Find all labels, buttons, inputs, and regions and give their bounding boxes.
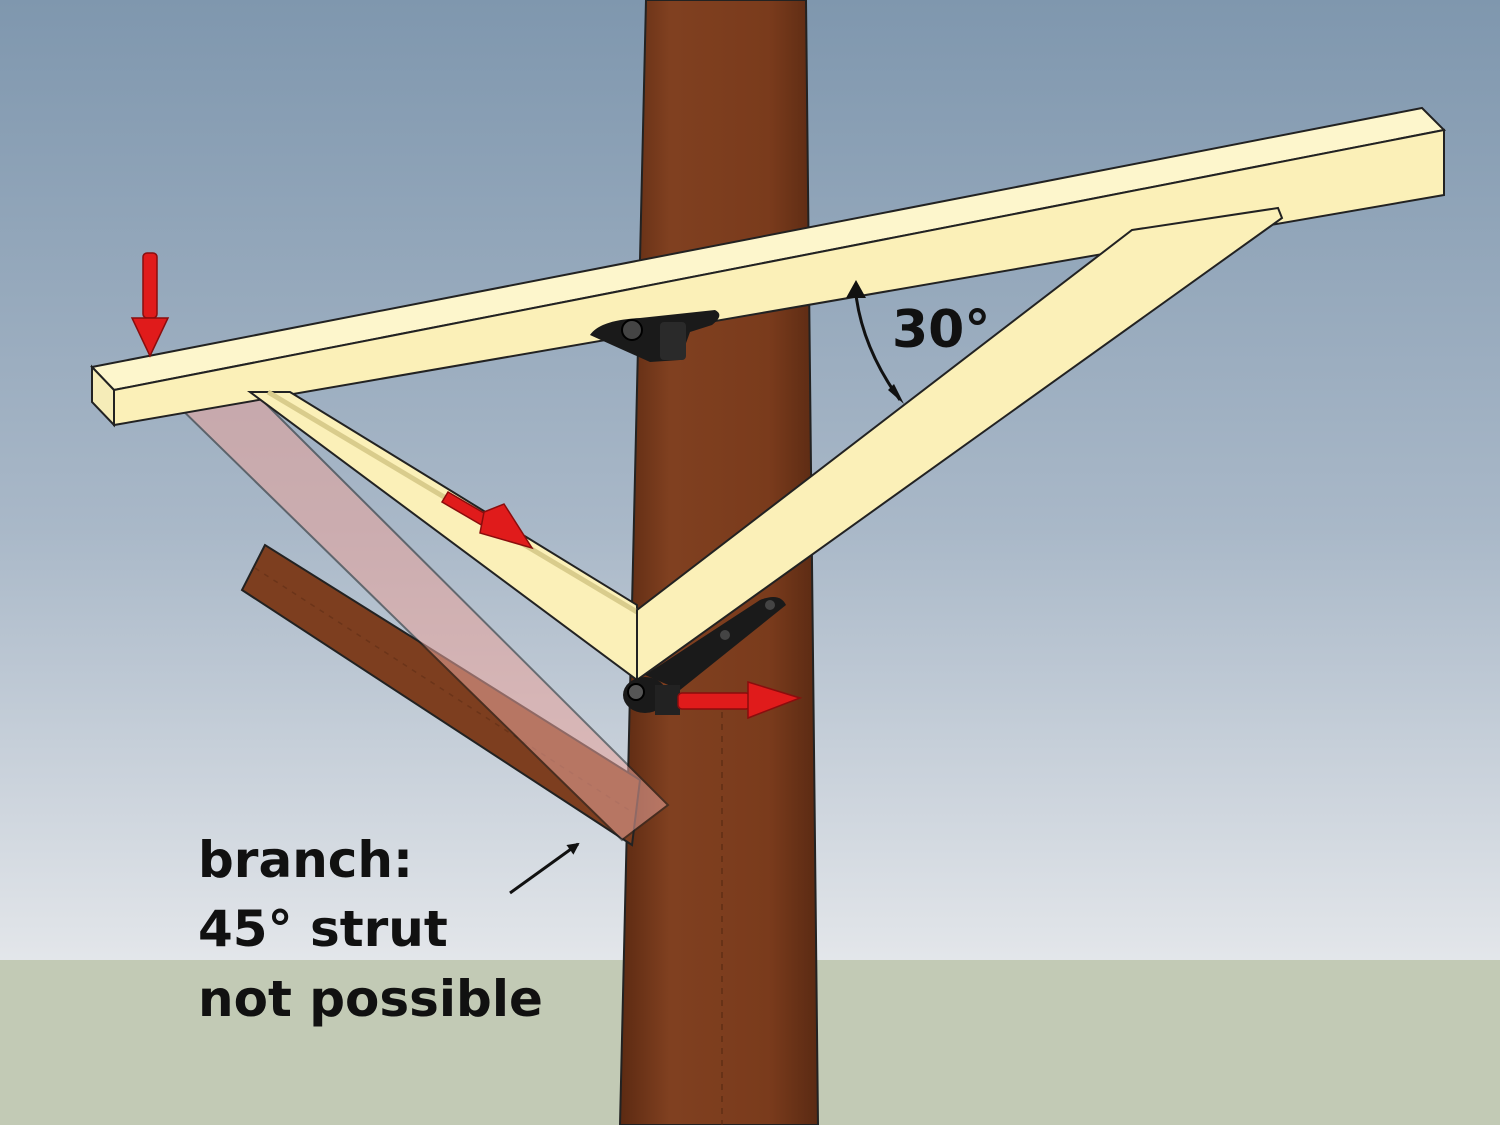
- strut-force-arrow: [440, 490, 534, 550]
- angle-arc: [846, 280, 904, 404]
- top-beam: [90, 106, 1447, 428]
- note-line-3: not possible: [198, 970, 543, 1028]
- bolt-icon: [623, 677, 680, 715]
- pointer-arrow: [509, 842, 580, 895]
- bolt-bracket-icon: [590, 310, 720, 362]
- red-arrow-icon: [130, 252, 803, 720]
- right-strut: [636, 206, 1284, 682]
- note-line-1: branch:: [198, 831, 413, 889]
- push-arrow: [677, 680, 803, 720]
- note: branch: 45° strut not possible: [198, 831, 543, 1028]
- strut-bracket-icon: [645, 596, 786, 690]
- note-line-2: 45° strut: [198, 900, 448, 958]
- load-arrow: [130, 252, 170, 358]
- angle-label: 30°: [892, 300, 990, 360]
